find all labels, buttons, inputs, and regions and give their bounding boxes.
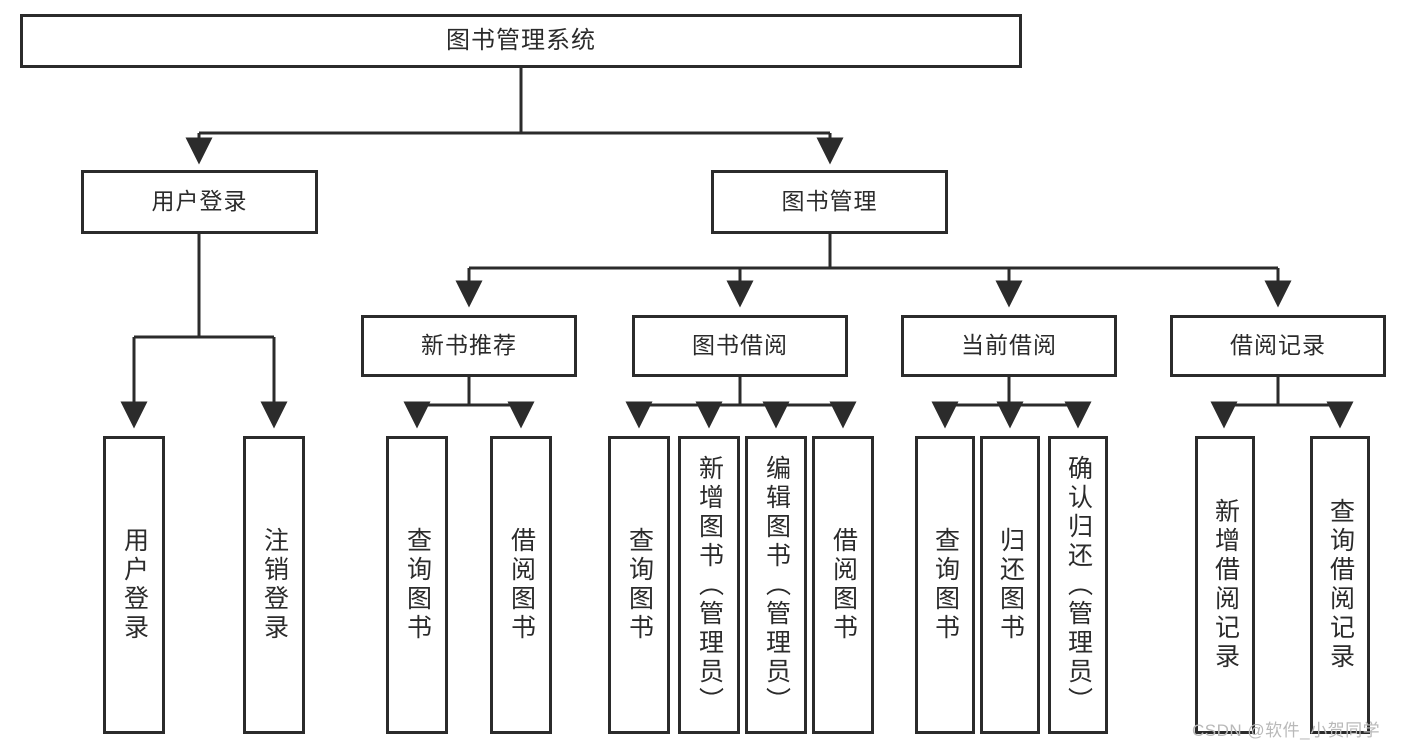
node-label: 查询图书 — [403, 527, 432, 643]
node-new-book-recommend[interactable]: 新书推荐 — [361, 315, 577, 377]
leaf-node-confirm-return-admin[interactable]: 确认归还（管理员） — [1048, 436, 1108, 734]
node-label: 查询图书 — [625, 527, 654, 643]
node-label: 图书管理系统 — [446, 26, 596, 54]
leaf-node-user-login[interactable]: 用户登录 — [103, 436, 165, 734]
node-user-login[interactable]: 用户登录 — [81, 170, 318, 234]
leaf-node-query-book-recommend[interactable]: 查询图书 — [386, 436, 448, 734]
node-borrow-record[interactable]: 借阅记录 — [1170, 315, 1386, 377]
node-label: 查询借阅记录 — [1326, 498, 1355, 672]
node-root-book-management-system[interactable]: 图书管理系统 — [20, 14, 1022, 68]
leaf-node-borrow-book-recommend[interactable]: 借阅图书 — [490, 436, 552, 734]
node-label: 新增图书（管理员） — [695, 454, 724, 716]
node-label: 借阅图书 — [507, 527, 536, 643]
node-label: 编辑图书（管理员） — [762, 454, 791, 716]
leaf-node-return-book[interactable]: 归还图书 — [980, 436, 1040, 734]
leaf-node-query-borrow-record[interactable]: 查询借阅记录 — [1310, 436, 1370, 734]
node-label: 借阅图书 — [829, 527, 858, 643]
node-label: 用户登录 — [120, 527, 149, 643]
leaf-node-borrow-book[interactable]: 借阅图书 — [812, 436, 874, 734]
node-label: 归还图书 — [996, 527, 1025, 643]
watermark-text: CSDN @软件_小贺同学 — [1192, 721, 1381, 740]
node-label: 新增借阅记录 — [1211, 498, 1240, 672]
node-label: 注销登录 — [260, 527, 289, 643]
node-label: 查询图书 — [931, 527, 960, 643]
leaf-node-add-book-admin[interactable]: 新增图书（管理员） — [678, 436, 740, 734]
leaf-node-query-book-current[interactable]: 查询图书 — [915, 436, 975, 734]
leaf-node-query-book-borrow[interactable]: 查询图书 — [608, 436, 670, 734]
node-label: 用户登录 — [151, 188, 248, 215]
node-label: 借阅记录 — [1230, 332, 1326, 359]
node-book-management[interactable]: 图书管理 — [711, 170, 948, 234]
leaf-node-edit-book-admin[interactable]: 编辑图书（管理员） — [745, 436, 807, 734]
node-current-borrow[interactable]: 当前借阅 — [901, 315, 1117, 377]
node-book-borrow[interactable]: 图书借阅 — [632, 315, 848, 377]
leaf-node-add-borrow-record[interactable]: 新增借阅记录 — [1195, 436, 1255, 734]
node-label: 确认归还（管理员） — [1064, 454, 1093, 716]
node-label: 当前借阅 — [961, 332, 1057, 359]
leaf-node-logout-login[interactable]: 注销登录 — [243, 436, 305, 734]
node-label: 图书借阅 — [692, 332, 788, 359]
node-label: 新书推荐 — [421, 332, 517, 359]
node-label: 图书管理 — [781, 188, 878, 215]
